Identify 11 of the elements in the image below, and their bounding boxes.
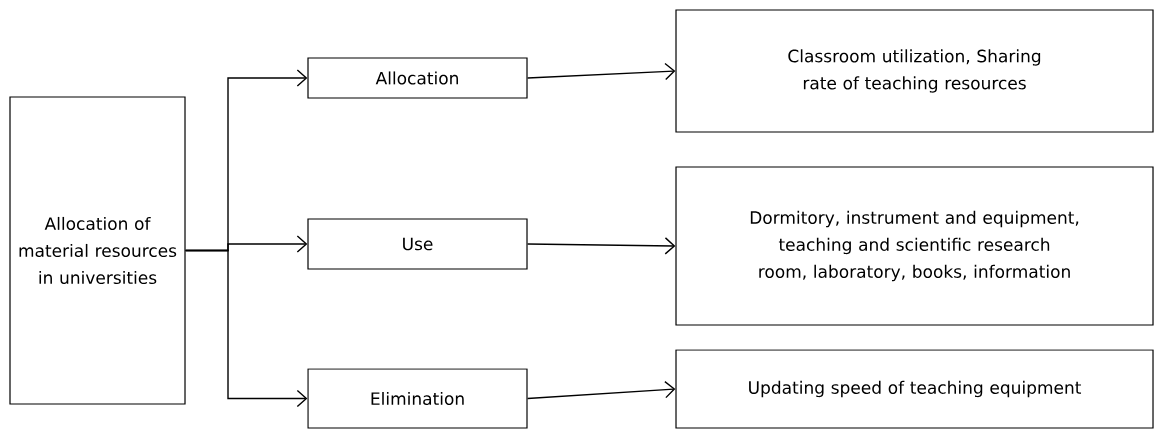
- process-box: Allocation of material resources in universities: [9, 96, 186, 405]
- arrow: [526, 62, 676, 81]
- process-box: Use: [307, 218, 528, 270]
- arrow: [526, 380, 676, 400]
- process-box: Allocation: [307, 57, 528, 99]
- process-box: Elimination: [307, 368, 528, 429]
- arrow: [184, 249, 308, 408]
- process-box: Dormitory, instrument and equipment, teaching and scientific research room, laboratory, books, information: [675, 166, 1154, 326]
- arrow: [526, 237, 676, 255]
- process-box: Updating speed of teaching equipment: [675, 349, 1154, 429]
- process-box: Classroom utilization, Sharing rate of teaching resources: [675, 9, 1154, 133]
